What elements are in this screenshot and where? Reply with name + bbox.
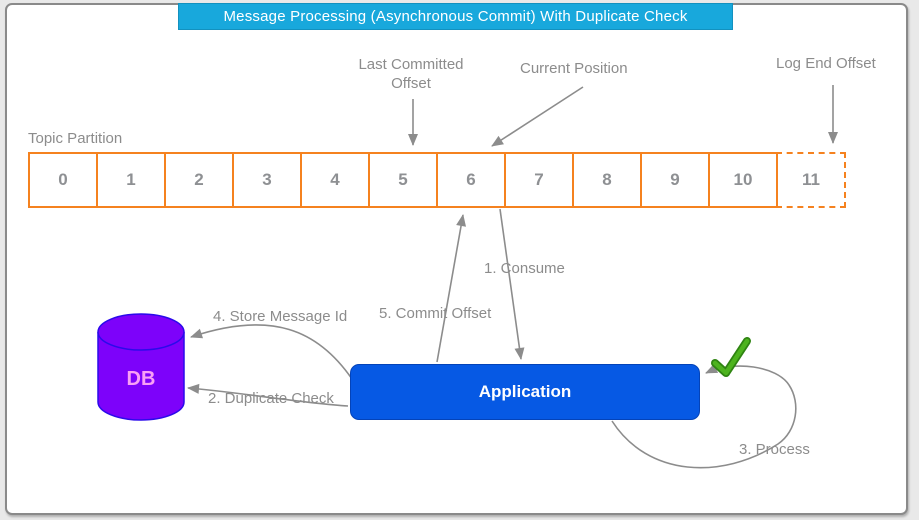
partition-cell-7: 7 (504, 152, 574, 208)
log-end-offset-label: Log End Offset (776, 55, 876, 72)
partition-cell-11: 11 (776, 152, 846, 208)
partition-cell-5: 5 (368, 152, 438, 208)
process-label: 3. Process (739, 441, 810, 458)
partition-cell-4: 4 (300, 152, 370, 208)
current-position-label: Current Position (520, 60, 628, 77)
partition-cell-1: 1 (96, 152, 166, 208)
consume-label: 1. Consume (484, 260, 565, 277)
topic-partition-label: Topic Partition (28, 130, 123, 147)
store-message-id-label: 4. Store Message Id (213, 308, 348, 325)
partition-cell-8: 8 (572, 152, 642, 208)
diagram-title: Message Processing (Asynchronous Commit)… (178, 3, 733, 30)
last-committed-offset-label: Last Committed Offset (358, 56, 464, 92)
application-node: Application (350, 364, 700, 420)
topic-partition-row: 0 1 2 3 4 5 6 7 8 9 10 11 (28, 152, 846, 208)
partition-cell-3: 3 (232, 152, 302, 208)
duplicate-check-label: 2. Duplicate Check (208, 390, 334, 407)
partition-cell-10: 10 (708, 152, 778, 208)
partition-cell-6: 6 (436, 152, 506, 208)
partition-cell-9: 9 (640, 152, 710, 208)
commit-offset-label: 5. Commit Offset (379, 305, 492, 322)
partition-cell-0: 0 (28, 152, 98, 208)
partition-cell-2: 2 (164, 152, 234, 208)
db-node-label: DB (126, 368, 156, 390)
application-node-label: Application (478, 382, 572, 401)
